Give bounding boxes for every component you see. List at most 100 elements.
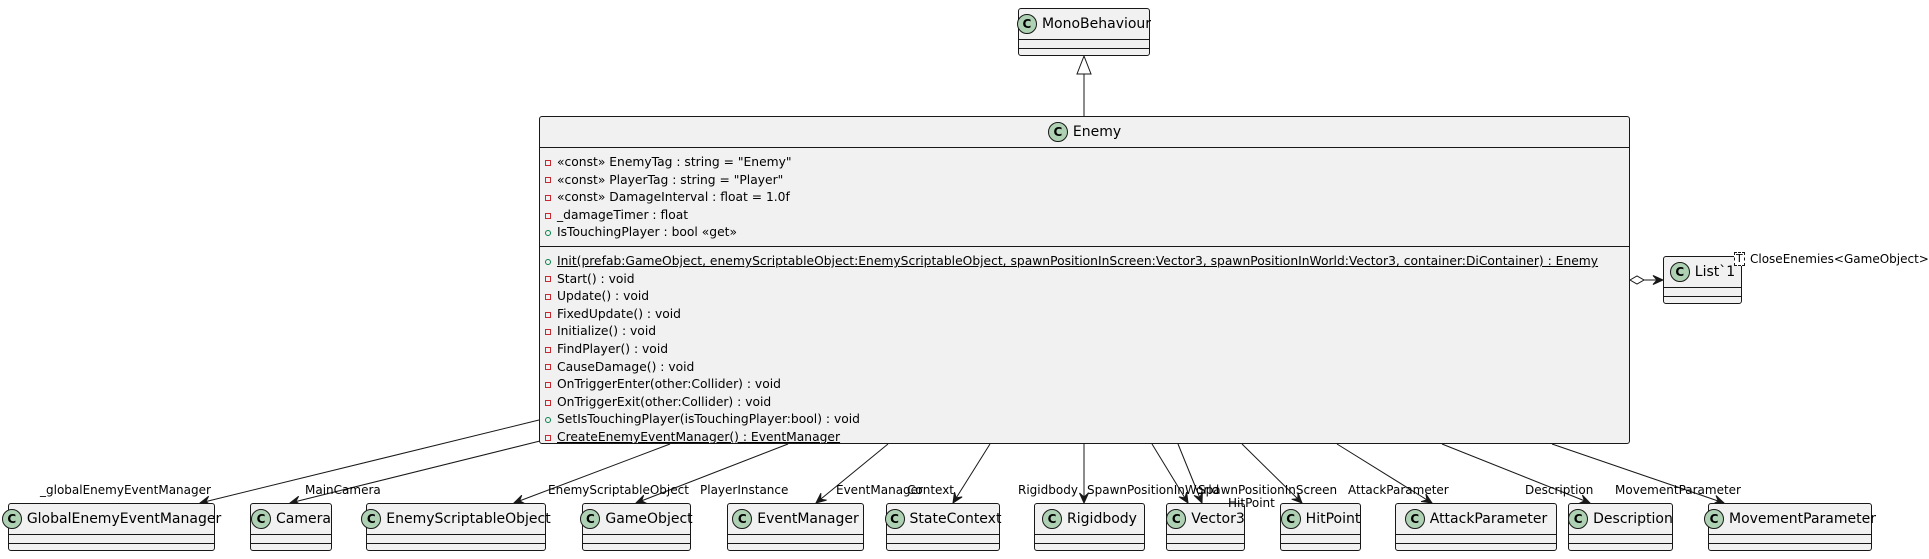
association-line — [1151, 443, 1189, 504]
method-text: Init(prefab:GameObject, enemyScriptableO… — [557, 253, 1599, 268]
fields-compartment — [1019, 39, 1149, 48]
method-row: FindPlayer() : void — [545, 341, 1629, 359]
class-icon: C — [1042, 509, 1063, 529]
field-row: «const» EnemyTag : string = "Enemy" — [545, 154, 1629, 172]
method-text: CreateEnemyEventManager() : EventManager — [557, 429, 841, 444]
methods-compartment — [1569, 543, 1672, 552]
fields-compartment — [251, 534, 331, 543]
association-line — [289, 439, 545, 504]
methods-compartment — [1167, 543, 1244, 552]
method-row: OnTriggerEnter(other:Collider) : void — [545, 376, 1629, 394]
class-name: Vector3 — [1191, 511, 1245, 527]
class-name: Camera — [276, 511, 331, 527]
class-icon: C — [884, 509, 905, 529]
method-text: Start() : void — [557, 271, 635, 286]
association-arrowhead — [1079, 492, 1089, 505]
type-parameter-box: T — [1734, 252, 1745, 266]
class-header: C Enemy — [540, 117, 1629, 147]
fields-compartment — [9, 534, 214, 543]
private-visibility-icon — [545, 399, 551, 406]
class-icon: C — [251, 509, 272, 529]
methods-compartment: Init(prefab:GameObject, enemyScriptableO… — [540, 245, 1629, 451]
class-list[interactable]: C List`1 — [1663, 256, 1742, 304]
class-name: Description — [1593, 511, 1673, 527]
method-text: FindPlayer() : void — [557, 341, 669, 356]
class-name: EnemyScriptableObject — [386, 511, 551, 527]
class-icon: C — [1016, 14, 1037, 34]
fields-compartment — [1569, 534, 1672, 543]
class-icon: C — [1568, 509, 1589, 529]
private-visibility-icon — [545, 329, 551, 336]
association-line — [815, 443, 889, 504]
public-visibility-icon — [545, 258, 551, 265]
methods-compartment — [251, 543, 331, 552]
fields-compartment — [1664, 287, 1741, 296]
association-role-label: SpawnPositionInWorld — [1087, 483, 1220, 497]
fields-compartment — [887, 534, 999, 543]
methods-compartment — [1664, 296, 1741, 305]
class-icon: C — [361, 509, 382, 529]
class-name: StateContext — [909, 511, 1002, 527]
class-name: MonoBehaviour — [1041, 16, 1152, 32]
private-visibility-icon — [545, 346, 551, 353]
class-icon: C — [732, 509, 753, 529]
methods-compartment — [1396, 543, 1556, 552]
association-role-label: MovementParameter — [1615, 483, 1741, 497]
method-text: OnTriggerEnter(other:Collider) : void — [557, 377, 781, 392]
association-line — [1441, 443, 1591, 504]
method-row: OnTriggerExit(other:Collider) : void — [545, 394, 1629, 412]
association-role-label: EventManager — [836, 483, 923, 497]
method-row: Init(prefab:GameObject, enemyScriptableO… — [545, 253, 1629, 271]
fields-compartment — [1396, 534, 1556, 543]
association-role-label: _globalEnemyEventManager — [40, 483, 211, 497]
fields-compartment — [367, 534, 545, 543]
class-name: Enemy — [1072, 124, 1122, 140]
private-visibility-icon — [545, 311, 551, 318]
association-line — [635, 443, 789, 504]
methods-compartment — [887, 543, 999, 552]
fields-compartment — [1167, 534, 1244, 543]
class-header: C List`1 — [1664, 257, 1741, 287]
class-monobehaviour[interactable]: C MonoBehaviour — [1016, 8, 1152, 56]
class-icon: C — [1280, 509, 1301, 529]
method-text: SetIsTouchingPlayer(isTouchingPlayer:boo… — [557, 412, 860, 427]
methods-compartment — [583, 543, 690, 552]
class-name: List`1 — [1694, 264, 1736, 280]
association-arrowhead — [815, 492, 827, 504]
class-enemy[interactable]: C Enemy «const» EnemyTag : string = "Ene… — [539, 116, 1630, 444]
field-text: «const» DamageInterval : float = 1.0f — [557, 190, 790, 205]
class-icon: C — [580, 509, 601, 529]
fields-compartment — [728, 534, 863, 543]
methods-compartment — [1709, 543, 1871, 552]
class-icon: C — [1669, 262, 1690, 282]
association-arrowhead — [1291, 492, 1303, 504]
inheritance-arrowhead — [1076, 54, 1092, 75]
association-arrowhead — [1178, 491, 1189, 505]
field-text: _damageTimer : float — [557, 207, 689, 222]
class-name: GameObject — [605, 511, 693, 527]
method-row: CreateEnemyEventManager() : EventManager — [545, 429, 1629, 447]
field-row: «const» DamageInterval : float = 1.0f — [545, 189, 1629, 207]
association-line — [1336, 443, 1433, 504]
private-visibility-icon — [545, 364, 551, 371]
association-role-label: PlayerInstance — [700, 483, 789, 497]
